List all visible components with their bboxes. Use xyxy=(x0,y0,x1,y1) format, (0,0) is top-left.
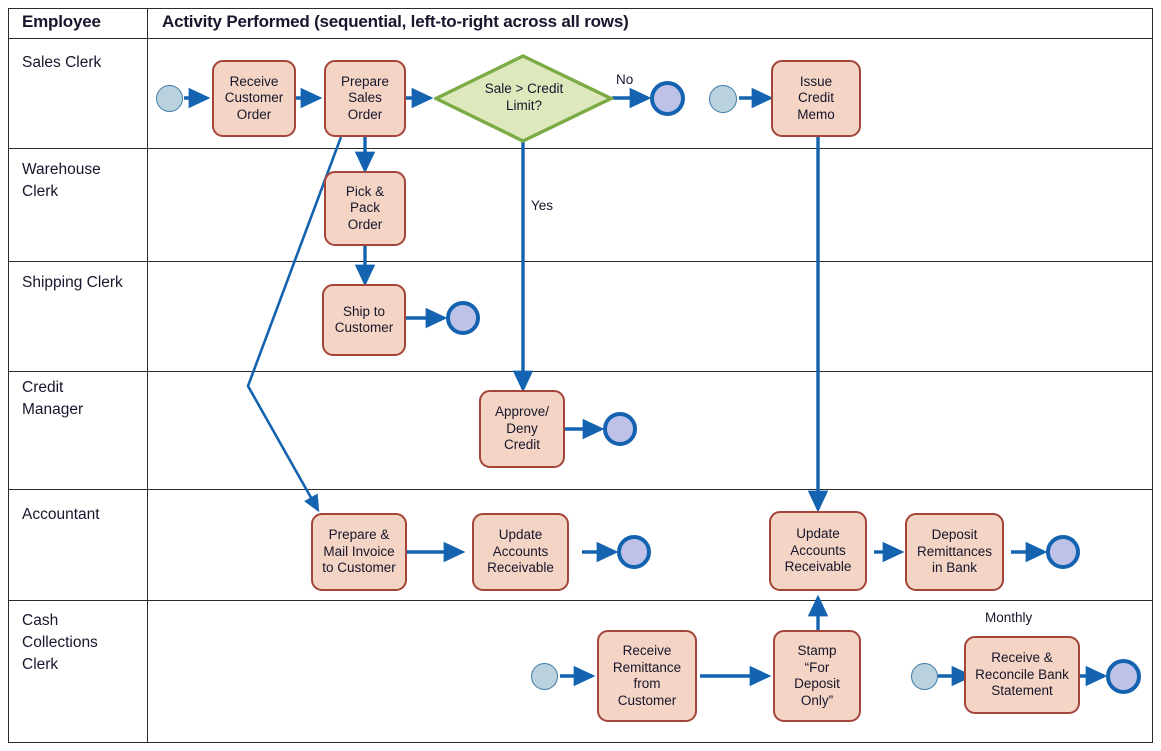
flow-label-yes: Yes xyxy=(531,198,554,213)
start-event-bank-statement xyxy=(911,663,938,690)
row-divider-2 xyxy=(8,261,1153,262)
task-issue-credit-memo[interactable]: Issue Credit Memo xyxy=(771,60,861,137)
row-divider-5 xyxy=(8,600,1153,601)
end-event-bank-reconciliation xyxy=(1106,659,1141,694)
row-divider-1 xyxy=(8,148,1153,149)
task-ship-to-customer[interactable]: Ship to Customer xyxy=(322,284,406,356)
task-update-accounts-receivable-2[interactable]: Update Accounts Receivable xyxy=(769,511,867,591)
task-stamp-for-deposit-only[interactable]: Stamp “For Deposit Only” xyxy=(773,630,861,722)
lane-label-cash-collections-clerk: Cash Collections Clerk xyxy=(22,612,98,673)
task-receive-customer-order[interactable]: Receive Customer Order xyxy=(212,60,296,137)
start-event-credit-memo xyxy=(709,85,737,113)
annotation-monthly: Monthly xyxy=(985,610,1033,625)
column-divider xyxy=(147,8,148,743)
lane-label-sales-clerk: Sales Clerk xyxy=(22,54,102,71)
lane-label-credit-manager: Credit Manager xyxy=(22,379,84,418)
row-divider-4 xyxy=(8,489,1153,490)
start-event-sales-order xyxy=(156,85,183,112)
end-event-deposit xyxy=(1046,535,1080,569)
lane-label-warehouse-clerk: Warehouse Clerk xyxy=(22,161,101,200)
lane-label-accountant: Accountant xyxy=(22,506,100,523)
end-event-shipping xyxy=(446,301,480,335)
task-update-accounts-receivable-1[interactable]: Update Accounts Receivable xyxy=(472,513,569,591)
end-event-credit-decision xyxy=(603,412,637,446)
row-divider-header xyxy=(8,38,1153,39)
header-employee: Employee xyxy=(22,12,101,31)
header-activity: Activity Performed (sequential, left-to-… xyxy=(162,12,629,31)
start-event-remittance xyxy=(531,663,558,690)
row-divider-3 xyxy=(8,371,1153,372)
task-approve-deny-credit[interactable]: Approve/ Deny Credit xyxy=(479,390,565,468)
gateway-sale-gt-credit-limit xyxy=(434,54,614,143)
task-receive-remittance[interactable]: Receive Remittance from Customer xyxy=(597,630,697,722)
flow-label-no: No xyxy=(616,72,634,87)
diagram-frame xyxy=(8,8,1153,743)
end-event-accounts-receivable xyxy=(617,535,651,569)
task-deposit-remittances-in-bank[interactable]: Deposit Remittances in Bank xyxy=(905,513,1004,591)
task-prepare-sales-order[interactable]: Prepare Sales Order xyxy=(324,60,406,137)
lane-label-shipping-clerk: Shipping Clerk xyxy=(22,274,123,291)
task-pick-pack-order[interactable]: Pick & Pack Order xyxy=(324,171,406,246)
gateway-label-sale-gt-credit-limit: Sale > Credit Limit? xyxy=(484,81,564,113)
task-receive-reconcile-bank-statement[interactable]: Receive & Reconcile Bank Statement xyxy=(964,636,1080,714)
end-event-no-credit-issue xyxy=(650,81,685,116)
task-prepare-mail-invoice[interactable]: Prepare & Mail Invoice to Customer xyxy=(311,513,407,591)
